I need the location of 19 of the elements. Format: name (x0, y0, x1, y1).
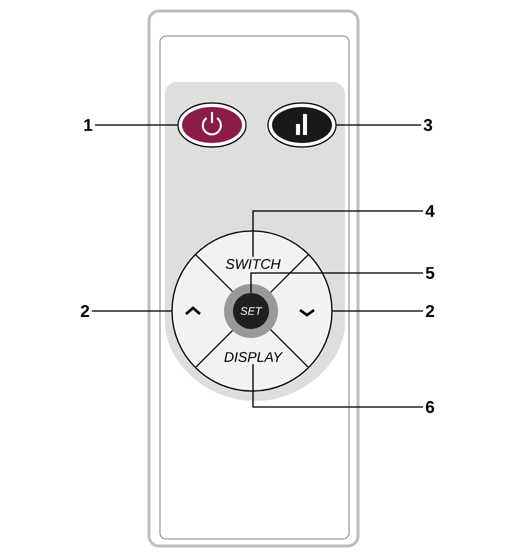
callout-number: 2 (80, 305, 90, 317)
leader-line (250, 272, 424, 293)
power-button (177, 102, 247, 148)
leader-line (332, 310, 424, 312)
callout-number: 4 (426, 205, 435, 217)
leader-line (94, 124, 178, 126)
leader-line (252, 210, 424, 257)
callout-number: 3 (424, 118, 432, 132)
set-button: SET (224, 284, 278, 338)
leader-line (92, 310, 172, 312)
key-label: SWITCH (226, 259, 281, 269)
key-label: DISPLAY (224, 352, 283, 362)
leader-line (252, 364, 424, 408)
level-button (267, 102, 337, 148)
leader-line (336, 124, 422, 126)
callout-number: 6 (426, 400, 434, 414)
callout-number: 5 (426, 267, 434, 279)
callout-number: 2 (426, 305, 434, 317)
callout-number: 1 (84, 119, 92, 131)
